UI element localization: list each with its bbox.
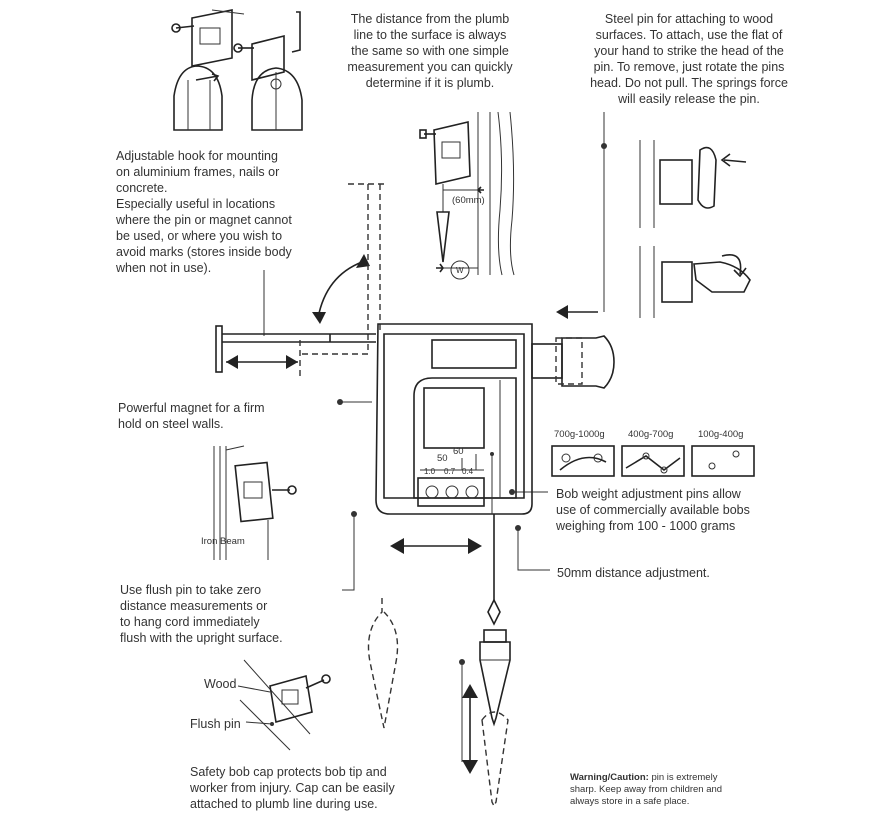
- warning-first-line: pin is extremely: [648, 772, 718, 783]
- iron-beam-illustration: [213, 445, 297, 560]
- scale-1-0: 1.0: [424, 467, 436, 476]
- distance-callout: The distance from the plumb line to the …: [347, 12, 513, 90]
- magnet-callout: Powerful magnet for a firm hold on steel…: [118, 401, 265, 431]
- warning-note: Warning/Caution: pin is extremely sharp.…: [570, 772, 723, 807]
- iron-beam-label: Iron Beam: [201, 536, 245, 547]
- safety-callout: Safety bob cap protects bob tip and work…: [190, 765, 395, 811]
- bob-weight-diagrams: [551, 445, 755, 477]
- w-label: W: [456, 266, 464, 275]
- scale-60: 60: [453, 446, 464, 457]
- steel-pin-callout: Steel pin for attaching to wood surfaces…: [590, 12, 788, 106]
- distance-illustration: [419, 111, 515, 280]
- flush-pin-label: Flush pin: [190, 717, 241, 731]
- flush-pin-illustration: [237, 659, 331, 751]
- distance-adjust-callout: 50mm distance adjustment.: [557, 566, 710, 580]
- plumb-bob: [479, 598, 511, 727]
- weight-label-1: 700g-1000g: [554, 429, 605, 440]
- hook-callout: Adjustable hook for mounting on aluminiu…: [116, 149, 292, 275]
- steel-pin-illustration: [639, 140, 751, 318]
- pin-head: [531, 305, 615, 389]
- warning-title: Warning/Caution:: [570, 772, 649, 783]
- bob-weight-callout: Bob weight adjustment pins allow use of …: [556, 487, 750, 533]
- adjustable-hook: [215, 325, 376, 376]
- plumb-body: [375, 323, 533, 515]
- scale-0-4: 0.4: [462, 467, 474, 476]
- scale-0-7: 0.7: [444, 467, 456, 476]
- weight-label-2: 400g-700g: [628, 429, 674, 440]
- weight-label-3: 100g-400g: [698, 429, 744, 440]
- wood-label: Wood: [204, 677, 237, 691]
- hook-mount-illustration: [171, 9, 303, 131]
- mm60-label: (60mm): [452, 195, 485, 206]
- flush-callout: Use flush pin to take zero distance meas…: [120, 583, 283, 645]
- scale-50: 50: [437, 453, 448, 464]
